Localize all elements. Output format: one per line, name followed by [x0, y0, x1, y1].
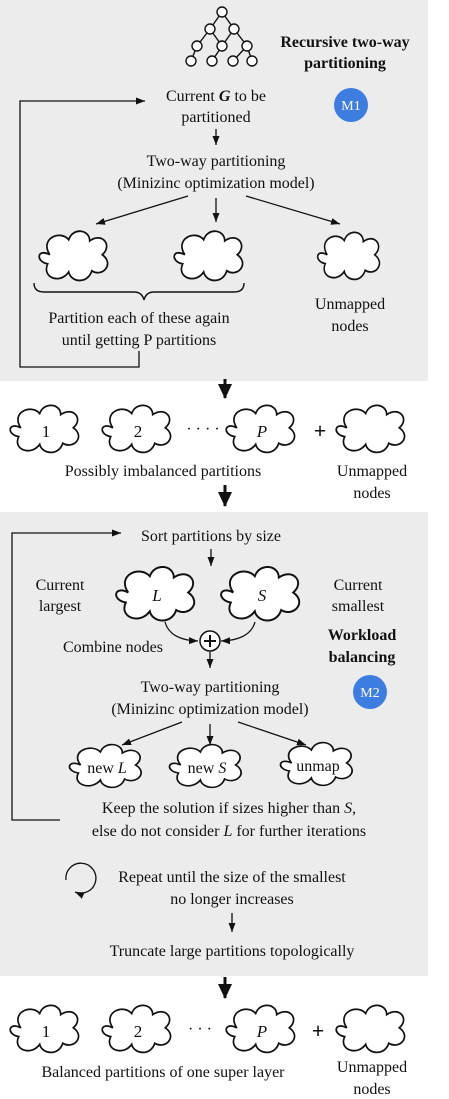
m2-badge-label: M2	[360, 686, 379, 701]
m1-badge	[334, 88, 368, 122]
current-g-prefix: Current	[166, 88, 219, 105]
combine-plus-icon	[199, 630, 221, 652]
repeat-line2: no longer increases	[170, 891, 294, 908]
cloud-bot-p-label: P	[256, 1022, 267, 1041]
current-g-line1: Current G to be	[166, 88, 266, 105]
arrow-to-unmap	[237, 721, 307, 746]
cloud-bot-1-label: 1	[42, 1022, 51, 1041]
keep-solution-line2: else do not consider L for further itera…	[92, 823, 366, 840]
unmapped-bot-line1: Unmapped	[337, 1059, 407, 1076]
repeat-cycle-icon	[65, 862, 97, 899]
arrow-to-newL	[121, 721, 183, 746]
new-prefix-L: new	[87, 760, 118, 777]
balanced-caption: Balanced partitions of one super layer	[41, 1064, 285, 1081]
current-g-line2: partitioned	[181, 109, 250, 126]
partition-again-line1: Partition each of these again	[48, 310, 229, 327]
sort-partitions: Sort partitions by size	[141, 528, 281, 545]
curve-L-to-combine	[164, 621, 199, 645]
section2-title-line2: balancing	[329, 649, 396, 666]
keep-S-symbol: S	[344, 800, 352, 817]
else-prefix: else do not consider	[92, 823, 224, 840]
cloud-mid-unmapped	[335, 404, 406, 454]
cloud-newL-label: new L	[87, 760, 127, 777]
cloud-bot-unmapped	[335, 1004, 406, 1054]
section1-title-line1: Recursive two-way	[280, 34, 409, 51]
plus-bot: +	[312, 1018, 325, 1043]
partition-again-line2: until getting P partitions	[62, 332, 217, 349]
twoway1-line2: (Minizinc optimization model)	[117, 175, 314, 192]
cloud-S-label: S	[258, 586, 267, 605]
new-S-symbol: S	[218, 760, 226, 777]
section1-title-line2: partitioning	[304, 55, 386, 72]
cloud-unmapped-s1	[316, 231, 381, 281]
new-prefix-S: new	[188, 760, 219, 777]
cloud-mid-1-label: 1	[42, 422, 51, 441]
m1-badge-label: M1	[341, 99, 360, 114]
truncate: Truncate large partitions topologically	[110, 943, 355, 960]
cloud-bot-2-label: 2	[134, 1022, 143, 1041]
unmapped-mid-line1: Unmapped	[337, 463, 407, 480]
imbalanced-caption: Possibly imbalanced partitions	[65, 463, 261, 480]
new-L-symbol: L	[117, 760, 127, 777]
twoway2-line1: Two-way partitioning	[141, 679, 280, 696]
arrow-to-cloud-left	[95, 195, 189, 225]
dots-bot: · · ·	[188, 1021, 212, 1038]
cloud-mid-2-label: 2	[134, 422, 143, 441]
unmapped-mid-line2: nodes	[353, 485, 390, 502]
feedback-loop-s1	[19, 97, 145, 368]
keep-solution-line1: Keep the solution if sizes higher than S…	[102, 800, 356, 817]
arrow-to-cloud-right	[245, 195, 341, 225]
cloud-newS-label: new S	[188, 760, 227, 777]
combine-nodes: Combine nodes	[63, 639, 163, 656]
else-suffix: for further iterations	[232, 823, 366, 840]
repeat-line1: Repeat until the size of the smallest	[118, 869, 346, 886]
curve-S-to-combine	[220, 621, 256, 645]
unmapped-s1-line2: nodes	[331, 318, 368, 335]
keep-suffix: ,	[352, 800, 356, 817]
cloud-partition-b	[173, 230, 244, 282]
unmapped-s1-line1: Unmapped	[315, 296, 385, 313]
feedback-loop-s2	[11, 529, 121, 821]
dots-mid: · · · ·	[186, 421, 219, 438]
cloud-mid-p-label: P	[256, 422, 267, 441]
unmapped-bot-line2: nodes	[353, 1081, 390, 1098]
m2-badge	[353, 675, 387, 709]
current-smallest-line1: Current	[334, 577, 383, 594]
section2-title-line1: Workload	[328, 627, 397, 644]
current-smallest-line2: smallest	[332, 598, 385, 615]
cloud-L-label: L	[151, 586, 161, 605]
brace-partitions	[33, 282, 245, 301]
current-g-suffix: to be	[230, 88, 266, 105]
current-largest-line2: largest	[39, 598, 82, 615]
cloud-partition-a	[38, 230, 109, 282]
current-g-symbol: G	[219, 88, 231, 105]
keep-prefix: Keep the solution if sizes higher than	[102, 800, 344, 817]
current-largest-line1: Current	[36, 577, 85, 594]
else-L-symbol: L	[222, 823, 232, 840]
twoway2-line2: (Minizinc optimization model)	[111, 701, 308, 718]
twoway1-line1: Two-way partitioning	[147, 153, 286, 170]
tree-graph-icon	[185, 6, 258, 67]
cloud-unmap-label: unmap	[296, 758, 340, 775]
plus-mid: +	[314, 418, 327, 443]
